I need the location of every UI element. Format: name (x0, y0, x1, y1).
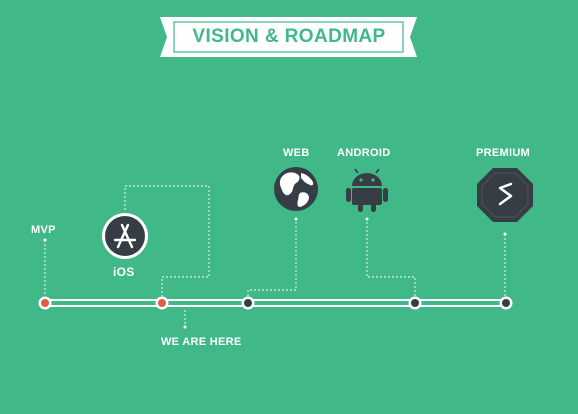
node-premium (499, 296, 513, 310)
milestone-label-android: ANDROID (337, 147, 391, 159)
node-mvp (38, 296, 52, 310)
page-title: VISION & ROADMAP (192, 26, 386, 47)
globe-icon (274, 167, 318, 211)
node-android (408, 296, 422, 310)
title-ribbon (160, 17, 417, 57)
milestone-label-premium: PREMIUM (476, 147, 531, 159)
app-store-icon (102, 213, 148, 259)
node-web (241, 296, 255, 310)
current-position-label: WE ARE HERE (161, 336, 242, 348)
timeline-line (45, 299, 506, 307)
connector-dots (43, 217, 507, 329)
connector-web (247, 218, 297, 296)
connector-ios (124, 185, 210, 296)
premium-badge-icon (477, 168, 533, 222)
milestone-label-ios: iOS (113, 265, 135, 279)
connector-lines (44, 185, 506, 328)
connector-android (366, 218, 416, 296)
node-ios (155, 296, 169, 310)
android-icon (346, 168, 388, 212)
milestone-label-web: WEB (283, 147, 310, 159)
milestone-label-mvp: MVP (31, 224, 56, 236)
